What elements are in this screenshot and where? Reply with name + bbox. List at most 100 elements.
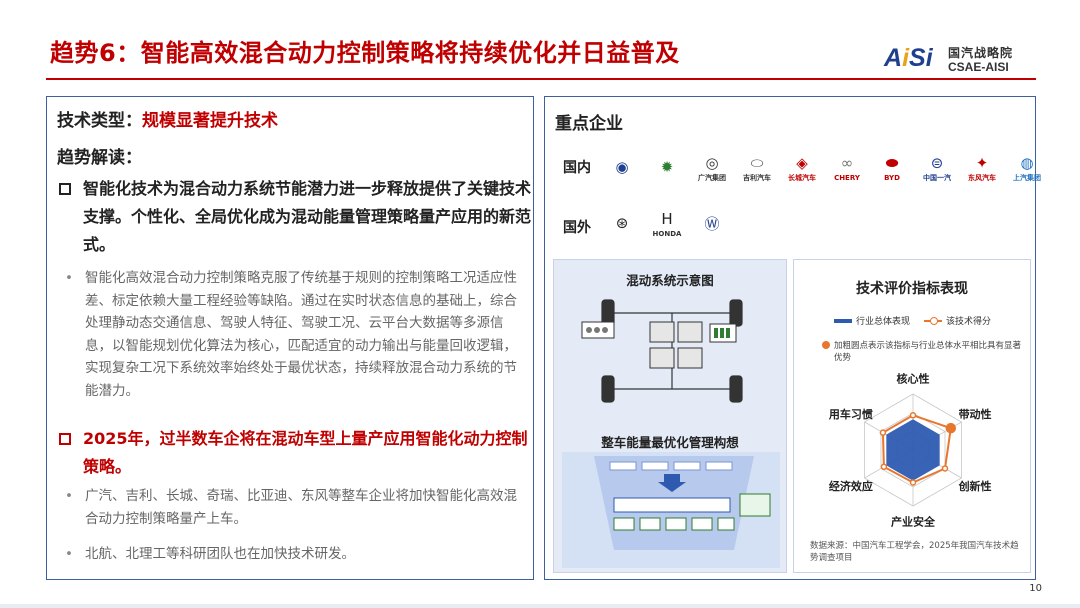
saic-logo-icon: ◍ <box>1020 154 1034 172</box>
chery-logo: ∞ CHERY <box>828 149 866 185</box>
highlight-dot-icon <box>822 341 830 349</box>
square-bullet-icon <box>59 183 71 195</box>
highlight-note: 加粗圆点表示该指标与行业总体水平相比具有显著优势 <box>822 340 1022 364</box>
dot-bullet-icon: • <box>65 488 73 504</box>
logo-caption: HONDA <box>652 230 682 238</box>
square-bullet-icon <box>59 433 71 445</box>
logo-caption: 长城汽车 <box>788 174 816 182</box>
detail-point-3-text: 北航、北理工等科研团队也在加快技术研发。 <box>85 546 355 562</box>
tech-type-label: 技术类型： <box>57 111 142 131</box>
faw-logo-icon: ⊜ <box>930 154 944 172</box>
series-industry-area <box>886 419 940 481</box>
tech-type: 技术类型：规模显著提升技术 <box>57 106 278 131</box>
domestic-logo-row: ◉ ✹ ◎ 广汽集团 ⬭ 吉利汽车 ◈ 长城汽车 ∞ CHERY ⬬ BYD ⊜ 中国一汽 ✦ 东风汽车 ◍ 上汽… <box>603 149 1046 185</box>
dongfeng-logo: ✦ 东风汽车 <box>963 149 1001 185</box>
toyota-logo: ⊛ <box>603 205 641 241</box>
energy-management-concept <box>562 452 780 568</box>
diagram-title: 混动系统示意图 <box>626 273 714 288</box>
page-title: 趋势6：智能高效混合动力控制策略将持续优化并日益普及 <box>50 39 680 67</box>
key-point-1: 智能化技术为混合动力系统节能潜力进一步释放提供了关键技术支撑。个性化、全局优化成… <box>57 175 533 259</box>
beihang-emblem: ◉ <box>603 149 641 185</box>
radar-legend: 行业总体表现 该技术得分 <box>834 314 991 327</box>
highlight-note-text: 加粗圆点表示该指标与行业总体水平相比具有显著优势 <box>834 341 1022 363</box>
byd-logo-icon: ⬬ <box>885 154 899 172</box>
evaluation-panel: 技术评价指标表现 行业总体表现 该技术得分 加粗圆点表示该指标与行业总体水平相比… <box>793 259 1031 573</box>
eval-title: 技术评价指标表现 <box>856 281 968 297</box>
gac-logo: ◎ 广汽集团 <box>693 149 731 185</box>
detail-point-2: • 广汽、吉利、长城、奇瑞、比亚迪、东风等整车企业将加快智能化高效混合动力控制策… <box>63 485 529 530</box>
logo-caption: 广汽集团 <box>698 174 726 182</box>
bit-emblem: ✹ <box>648 149 686 185</box>
enterprise-panel: 重点企业 国内 国外 ◉ ✹ ◎ 广汽集团 ⬭ 吉利汽车 ◈ 长城汽车 ∞ CHERY ⬬ BYD ⊜ 中… <box>544 96 1041 580</box>
series-tech-point <box>909 412 917 419</box>
geely-logo: ⬭ 吉利汽车 <box>738 149 776 185</box>
dot-bullet-icon: • <box>65 546 73 562</box>
page-number: 10 <box>1029 583 1042 594</box>
greatwall-logo: ◈ 长城汽车 <box>783 149 821 185</box>
trend-interpretation-panel: 技术类型：规模显著提升技术 趋势解读： 智能化技术为混合动力系统节能潜力进一步释… <box>46 96 534 580</box>
gac-logo-icon: ◎ <box>705 154 719 172</box>
logo-caption: 中国一汽 <box>923 174 951 182</box>
greatwall-logo-icon: ◈ <box>796 154 808 172</box>
key-point-2: 2025年，过半数车企将在混动车型上量产应用智能化动力控制策略。 <box>57 425 533 481</box>
honda-logo-icon: H <box>661 210 673 228</box>
radar-axis-label: 核心性 <box>897 371 930 385</box>
beihang-emblem-icon: ◉ <box>615 158 629 176</box>
toyota-logo-icon: ⊛ <box>615 214 629 232</box>
key-point-1-text: 智能化技术为混合动力系统节能潜力进一步释放提供了关键技术支撑。个性化、全局优化成… <box>83 179 532 254</box>
bit-emblem-icon: ✹ <box>660 158 674 176</box>
motor-units <box>649 321 703 369</box>
legend-tech: 该技术得分 <box>924 314 991 327</box>
radar-axis-label: 创新性 <box>958 479 992 493</box>
honda-logo: H HONDA <box>648 205 686 241</box>
key-enterprises-heading: 重点企业 <box>555 114 623 134</box>
legend-industry-label: 行业总体表现 <box>856 317 911 327</box>
radar-axis-label: 用车习惯 <box>829 407 873 421</box>
data-source: 数据来源：中国汽车工程学会，2025年我国汽车技术趋势调查项目 <box>810 541 1019 563</box>
key-point-2-text: 2025年，过半数车企将在混动车型上量产应用智能化动力控制策略。 <box>83 429 528 476</box>
detail-point-1-text: 智能化高效混合动力控制策略克服了传统基于规则的控制策略工况适应性差、标定依赖大量… <box>85 270 517 399</box>
series-tech-point <box>941 465 949 472</box>
aisi-logo: AiSi 国汽战略院 CSAE-AISI <box>884 42 1034 76</box>
diagram-subtitle: 整车能量最优化管理构想 <box>601 435 739 450</box>
engine-block <box>581 321 615 339</box>
foreign-label: 国外 <box>563 220 591 236</box>
dongfeng-logo-icon: ✦ <box>975 154 989 172</box>
tech-type-value: 规模显著提升技术 <box>142 111 278 131</box>
trend-heading: 趋势解读： <box>57 148 142 168</box>
vw-logo: Ⓦ <box>693 205 731 241</box>
vw-logo-icon: Ⓦ <box>704 214 720 233</box>
detail-point-2-text: 广汽、吉利、长城、奇瑞、比亚迪、东风等整车企业将加快智能化高效混合动力控制策略量… <box>85 488 517 527</box>
powertrain-schematic <box>562 299 780 568</box>
series-tech-point <box>879 429 887 436</box>
radar-axis-label: 经济效应 <box>829 479 873 493</box>
series-tech-point <box>945 422 957 434</box>
battery-pack <box>709 323 737 343</box>
chery-logo-icon: ∞ <box>840 154 854 172</box>
logo-wordmark: AiSi <box>884 44 933 72</box>
foreign-logo-row: ⊛ H HONDA Ⓦ <box>603 205 731 241</box>
byd-logo: ⬬ BYD <box>873 149 911 185</box>
logo-caption: 东风汽车 <box>968 174 996 182</box>
detail-point-3: • 北航、北理工等科研团队也在加快技术研发。 <box>63 543 529 566</box>
title-divider <box>46 78 1036 80</box>
radar-axis-label: 带动性 <box>959 407 992 421</box>
logo-org-cn: 国汽战略院 <box>948 46 1014 60</box>
series-tech-point <box>909 479 917 486</box>
legend-line-swatch <box>924 316 943 325</box>
domestic-label: 国内 <box>563 160 591 176</box>
logo-caption: CHERY <box>834 174 860 182</box>
footer-bar <box>0 604 1080 608</box>
logo-caption: 吉利汽车 <box>743 174 771 182</box>
logo-caption: BYD <box>884 174 900 182</box>
geely-logo-icon: ⬭ <box>750 154 764 172</box>
dot-bullet-icon: • <box>65 270 73 286</box>
series-tech-point <box>880 463 888 471</box>
logo-org-en: CSAE-AISI <box>948 60 1009 74</box>
saic-logo: ◍ 上汽集团 <box>1008 149 1046 185</box>
faw-logo: ⊜ 中国一汽 <box>918 149 956 185</box>
logo-caption: 上汽集团 <box>1013 174 1041 182</box>
legend-industry: 行业总体表现 <box>834 314 910 327</box>
detail-point-1: • 智能化高效混合动力控制策略克服了传统基于规则的控制策略工况适应性差、标定依赖… <box>63 267 529 402</box>
